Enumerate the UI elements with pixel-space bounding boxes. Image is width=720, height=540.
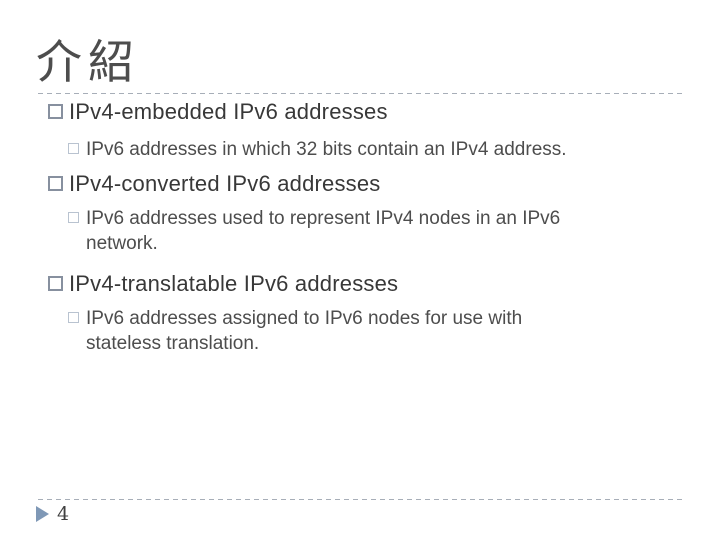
sub-bullet-item: IPv6 addresses assigned to IPv6 nodes fo… [68,306,522,356]
sub-line: IPv6 addresses in which 32 bits contain … [86,139,567,160]
sub-bullet-square-icon [68,212,79,223]
slide-title: 介紹 [36,35,140,89]
bullet-square-icon [48,176,63,191]
bullet-heading: IPv4-translatable IPv6 addresses [69,271,399,296]
sub-bullet-square-icon [68,312,79,323]
sub-bullet-square-icon [68,143,79,154]
sub-line: stateless translation. [86,333,260,354]
title-divider [38,93,686,94]
sub-line: IPv6 addresses used to represent IPv4 no… [86,208,561,229]
bullet-square-icon [48,276,63,291]
sub-bullet-text: IPv6 addresses in which 32 bits contain … [86,137,567,162]
bullet-item: IPv4-embedded IPv6 addresses [48,99,388,125]
page-arrow-icon [36,506,49,522]
sub-bullet-item: IPv6 addresses used to represent IPv4 no… [68,206,560,256]
sub-bullet-text: IPv6 addresses used to represent IPv4 no… [86,206,560,256]
sub-bullet-item: IPv6 addresses in which 32 bits contain … [68,137,567,162]
bullet-item: IPv4-converted IPv6 addresses [48,171,381,197]
page-number: 4 [57,503,70,525]
footer-divider [38,499,686,500]
bullet-heading: IPv4-embedded IPv6 addresses [69,99,388,124]
bullet-heading: IPv4-converted IPv6 addresses [69,171,381,196]
sub-bullet-text: IPv6 addresses assigned to IPv6 nodes fo… [86,306,522,356]
bullet-item: IPv4-translatable IPv6 addresses [48,271,398,297]
sub-line: network. [86,233,158,254]
sub-line: IPv6 addresses assigned to IPv6 nodes fo… [86,308,523,329]
bullet-square-icon [48,104,63,119]
